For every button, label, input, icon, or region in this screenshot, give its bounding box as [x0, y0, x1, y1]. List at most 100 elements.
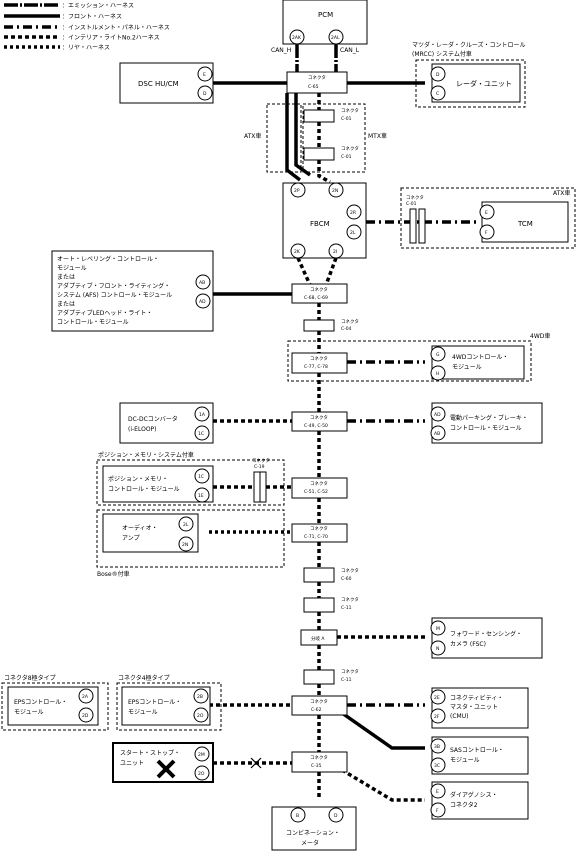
connector-word: コネクタ: [310, 698, 328, 705]
cmu-module: コネクティビティ・ マスタ・ユニット (CMU) 2E 2F: [430, 687, 529, 729]
connector-id: C-01: [406, 201, 417, 207]
fbcm-label: FBCM: [310, 220, 330, 228]
cmu-label: (CMU): [450, 713, 468, 720]
connector-c51: コネクタ C-51, C-52: [291, 477, 348, 499]
branch-a-label: 分岐 A: [311, 635, 325, 642]
combi-label: コンビネーション・: [286, 829, 340, 837]
posmem-title: ポジション・メモリ・システム付車: [98, 451, 194, 459]
pin-label: 2B: [197, 694, 203, 700]
posmem-label: コントロール・モジュール: [108, 486, 180, 493]
legend-emission: ：エミッション・ハーネス: [62, 3, 134, 10]
ss-label: スタート・ストップ・: [120, 749, 180, 757]
connector-word: コネクタ: [341, 567, 359, 574]
pin-label: 1E: [198, 493, 204, 499]
connector-id: C-49, C-50: [304, 423, 328, 429]
connector-id: C-19: [254, 464, 265, 470]
mrcc-title: マツダ・レーダ・クルーズ・コントロール: [412, 41, 526, 49]
pin-label: 2L: [350, 230, 356, 236]
position-memory-module: ポジション・メモリ・システム付車 ポジション・メモリ・ コントロール・モジュール…: [96, 451, 285, 506]
connector-id: C-68, C-69: [304, 295, 328, 301]
auto-leveling-module: オート・レベリング・コントロール・ モジュール または アダプティブ・フロント・…: [51, 250, 214, 332]
pin-label: C: [436, 91, 439, 97]
connector-word: コネクタ: [310, 525, 328, 532]
combi-label: メータ: [301, 839, 319, 847]
pin-label: 2N: [332, 188, 338, 194]
aled-label: アダプティブ・フロント・ライティング・: [57, 282, 170, 290]
pin-label: AD: [434, 412, 441, 418]
connector-c68: コネクタ C-68, C-69: [291, 283, 348, 304]
connector-word: コネクタ: [308, 74, 326, 81]
eps-label: モジュール: [128, 709, 158, 716]
connector-id: C-71, C-70: [304, 534, 328, 540]
pcm-label: PCM: [318, 11, 333, 19]
aled-label: または: [57, 301, 75, 308]
pin-label: 1C: [198, 431, 204, 437]
connector-id: C-77, C-78: [304, 364, 328, 370]
radar-module: マツダ・レーダ・クルーズ・コントロール (MRCC) システム付車 レーダ・ユニ…: [412, 41, 526, 108]
mrcc-title: (MRCC) システム付車: [412, 50, 472, 58]
diag-label: ダイアグノシス・: [450, 791, 498, 799]
fsc-label: フォワード・センシング・: [450, 630, 522, 638]
pcm-module: PCM 2AK 2AL CAN_H CAN_L: [271, 0, 368, 54]
pin-label: 1A: [199, 412, 206, 418]
posmem-label: ポジション・メモリ・: [108, 475, 168, 483]
connector-id: C-60: [341, 576, 352, 582]
pin-label: B: [296, 813, 299, 819]
pin-label: AD: [199, 299, 206, 305]
connector-id: C-04: [341, 326, 352, 332]
connector-word: コネクタ: [341, 145, 359, 152]
can-l-label: CAN_L: [340, 47, 360, 54]
pin-label: 2O: [198, 771, 205, 777]
connector-c35: コネクタ C-35: [291, 751, 348, 773]
pin-label: 2N: [182, 542, 188, 548]
fbcm-module: FBCM 2P 2N 2R 2L 2K 2I: [282, 182, 367, 259]
pin-label: 2AK: [292, 35, 302, 41]
connector-word: コネクタ: [406, 194, 424, 201]
eps-4pin-module: コネクタ4極タイプ EPSコントロール・ モジュール 2B 2O: [116, 674, 222, 731]
pin-label: 2L: [183, 522, 189, 528]
4wd-module: 4WD車 コネクタ C-77, C-78 4WDコントロール・ モジュール G …: [287, 332, 550, 382]
4wd-title: 4WD車: [530, 332, 550, 340]
not-used-cross-icon: [156, 759, 176, 779]
4wd-label: モジュール: [452, 364, 482, 371]
sas-module: SASコントロール・ モジュール 3B 3C: [430, 736, 529, 775]
connector-word: コネクタ: [341, 107, 359, 114]
connector-word: コネクタ: [310, 414, 328, 421]
pin-label: D: [334, 813, 338, 819]
pin-label: D: [203, 91, 207, 97]
connector-c11-lower: コネクタ C-11: [303, 668, 359, 685]
audio-label: アンプ: [122, 535, 140, 542]
diagnosis-module: ダイアグノシス・ コネクタ2 E F: [430, 781, 529, 820]
pin-label: 1C: [198, 474, 204, 480]
connector-word: コネクタ: [310, 480, 328, 487]
epb-label: 電動パーキング・ブレーキ・: [450, 414, 528, 422]
aled-label: モジュール: [57, 265, 87, 272]
pin-label: 2R: [350, 210, 356, 216]
sas-label: SASコントロール・: [450, 747, 504, 754]
aled-label: システム (AFS) コントロール・モジュール: [57, 292, 172, 299]
dsc-module: DSC HU/CM E D: [119, 62, 214, 104]
fsc-label: カメラ (FSC): [450, 641, 486, 648]
wires: [209, 44, 478, 802]
radar-label: レーダ・ユニット: [456, 79, 512, 88]
pin-label: 2E: [434, 695, 440, 701]
pin-label: M: [436, 626, 440, 632]
pin-label: AB: [434, 431, 440, 437]
pin-label: AB: [199, 280, 205, 286]
epb-module: 電動パーキング・ブレーキ・ コントロール・モジュール AD AB: [430, 402, 543, 444]
dcdc-module: DC-DCコンバータ (i-ELOOP) 1A 1C: [119, 402, 214, 444]
sas-label: モジュール: [450, 757, 480, 764]
break-cross-icon: [250, 757, 262, 769]
dsc-label: DSC HU/CM: [138, 80, 179, 88]
diag-label: コネクタ2: [450, 801, 478, 809]
atx-label: ATX車: [553, 189, 570, 197]
connector-c60: コネクタ C-60: [303, 567, 359, 583]
pin-label: D: [436, 72, 440, 78]
pin-label: 2M: [198, 752, 205, 758]
audio-label: オーディオ・: [122, 524, 158, 532]
legend-rear: ：リヤ・ハーネス: [62, 45, 110, 52]
pin-label: 3B: [434, 744, 440, 750]
connector-word: コネクタ: [341, 596, 359, 603]
connector-id: C-11: [341, 605, 352, 611]
